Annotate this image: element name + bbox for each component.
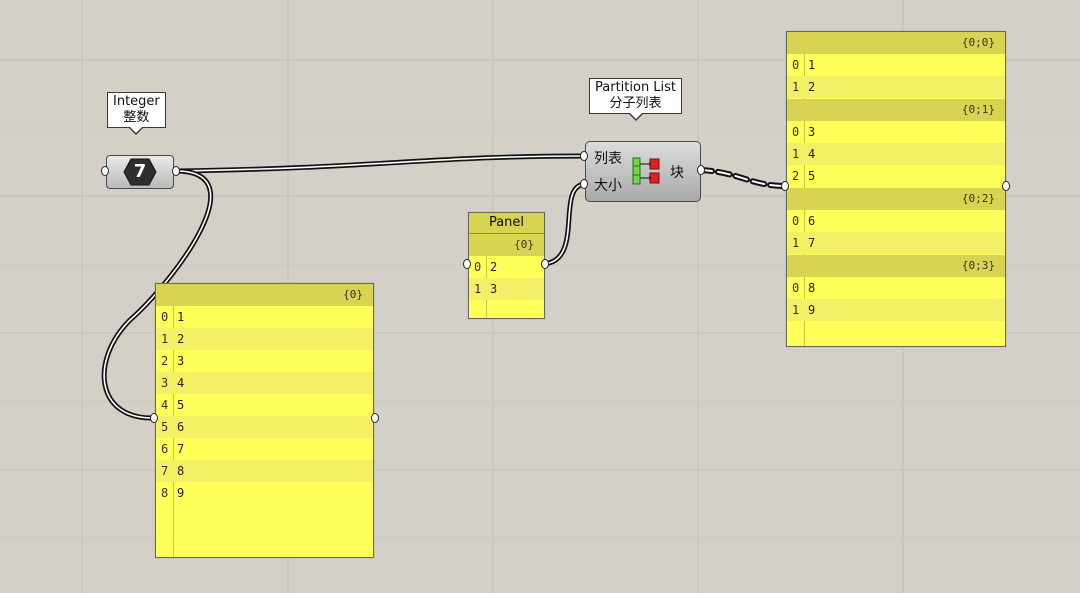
row-index: 0	[792, 281, 800, 295]
row-index: 0	[161, 310, 169, 324]
row-value: 5	[808, 169, 816, 183]
row-index: 3	[161, 376, 169, 390]
integer-parameter[interactable]: 7	[106, 155, 174, 189]
output-chunk-label[interactable]: 块	[670, 165, 684, 181]
row-index: 1	[792, 303, 800, 317]
output-panel-output-grip[interactable]	[1002, 181, 1010, 191]
row-index: 1	[161, 332, 169, 346]
row-value: 6	[808, 214, 816, 228]
output-branch-header: {0;0}	[787, 32, 1005, 54]
list-panel-output-grip[interactable]	[371, 413, 379, 423]
size-panel-output-grip[interactable]	[541, 259, 549, 269]
output-branch-header: {0;1}	[787, 99, 1005, 121]
size-panel-title: Panel	[469, 213, 544, 234]
size-input-grip[interactable]	[580, 179, 588, 189]
row-index: 1	[474, 282, 482, 296]
row-value: 8	[808, 281, 816, 295]
integer-icon-value: 7	[133, 161, 147, 182]
row-value: 7	[808, 236, 816, 250]
chunk-output-grip[interactable]	[697, 165, 705, 175]
row-value: 3	[490, 282, 498, 296]
row-value: 1	[808, 58, 816, 72]
row-value: 7	[177, 442, 185, 456]
partition-list-icon	[632, 157, 660, 185]
list-panel-input-grip[interactable]	[150, 413, 158, 423]
size-panel-input-grip[interactable]	[463, 259, 471, 269]
row-index: 0	[792, 58, 800, 72]
row-value: 4	[177, 376, 185, 390]
row-index: 1	[792, 147, 800, 161]
row-index: 2	[792, 169, 800, 183]
row-index: 7	[161, 464, 169, 478]
row-value: 4	[808, 147, 816, 161]
row-index: 0	[792, 125, 800, 139]
integer-tooltip-title: Integer	[113, 94, 160, 109]
row-value: 2	[177, 332, 185, 346]
integer-tooltip-subtitle: 整数	[123, 110, 150, 125]
row-index: 2	[161, 354, 169, 368]
row-index: 1	[792, 236, 800, 250]
partition-list-component[interactable]: 列表 大小 块	[585, 141, 701, 202]
list-panel-branch-header: {0}	[156, 284, 373, 306]
output-branch-header: {0;2}	[787, 188, 1005, 210]
row-index: 8	[161, 486, 169, 500]
partition-tooltip-title: Partition List	[595, 80, 677, 95]
output-branch-header: {0;3}	[787, 255, 1005, 277]
integer-input-grip[interactable]	[101, 166, 109, 176]
row-index: 0	[474, 260, 482, 274]
row-value: 1	[177, 310, 185, 324]
row-index: 4	[161, 398, 169, 412]
row-value: 9	[808, 303, 816, 317]
row-index: 1	[792, 80, 800, 94]
row-value: 3	[177, 354, 185, 368]
input-size-label[interactable]: 大小	[594, 178, 622, 194]
size-panel-branch-header: {0}	[469, 234, 544, 256]
partition-tooltip-subtitle: 分子列表	[609, 96, 662, 111]
row-value: 6	[177, 420, 185, 434]
integer-tooltip: Integer 整数	[107, 92, 166, 135]
output-panel-input-grip[interactable]	[781, 181, 789, 191]
row-index: 5	[161, 420, 169, 434]
row-index: 0	[792, 214, 800, 228]
row-value: 8	[177, 464, 185, 478]
row-value: 5	[177, 398, 185, 412]
partition-tooltip: Partition List 分子列表	[589, 78, 683, 121]
row-value: 2	[490, 260, 498, 274]
row-index: 6	[161, 442, 169, 456]
input-list-label[interactable]: 列表	[594, 151, 622, 167]
row-value: 9	[177, 486, 185, 500]
integer-output-grip[interactable]	[172, 166, 180, 176]
row-value: 2	[808, 80, 816, 94]
list-input-grip[interactable]	[580, 151, 588, 161]
row-value: 3	[808, 125, 816, 139]
